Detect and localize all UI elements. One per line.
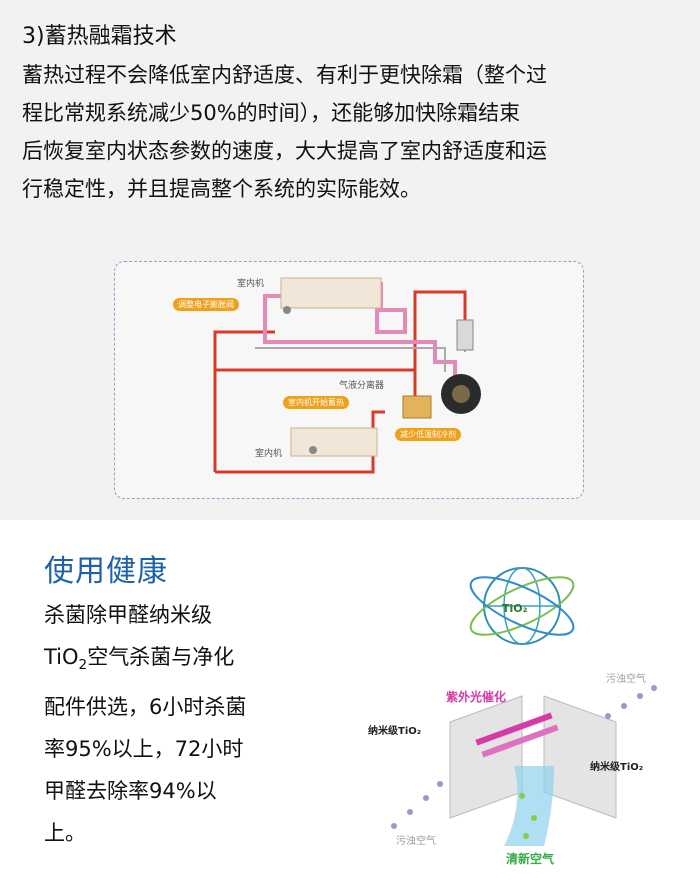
health-description: 杀菌除甲醛纳米级 TiO2空气杀菌与净化 配件供选，6小时杀菌 率95%以上，7…: [44, 594, 246, 854]
health-line: 杀菌除甲醛纳米级: [44, 603, 212, 627]
health-line: 甲醛去除率94%以: [44, 779, 217, 804]
gray-pipes: [255, 324, 466, 372]
indoor-unit-bottom-label: 室内机: [255, 449, 283, 459]
expansion-valve-icon: [309, 446, 317, 454]
gas-liquid-separator-label: 气液分离器: [339, 381, 385, 391]
section-heading: 3)蓄热融霜技术: [22, 24, 177, 49]
paragraph-line: 行稳定性，并且提高整个系统的实际能效。: [22, 177, 421, 201]
health-section: 使用健康 杀菌除甲醛纳米级 TiO2空气杀菌与净化 配件供选，6小时杀菌 率95…: [0, 520, 700, 886]
indoor-unit-top-coil: [280, 277, 382, 309]
nano-tio2-left-label: 纳米级TiO₂: [368, 726, 422, 737]
uv-catalysis-label: 紫外光催化: [446, 690, 507, 704]
health-line: 上。: [44, 821, 86, 846]
filter-panel-left: [449, 695, 523, 819]
uv-lamp-icon: [475, 712, 553, 746]
paragraph-line: 蓄热过程不会降低室内舒适度、有利于更快除霜（整个过: [22, 63, 547, 87]
cool-pipes: [263, 282, 457, 454]
indoor-unit-bottom-coil: [290, 427, 378, 457]
paragraph-line: 后恢复室内状态参数的速度，大大提高了室内舒适度和运: [22, 139, 547, 163]
indoor-unit-top-label: 室内机: [237, 279, 265, 289]
indoor-start-storage-tag: 室内机开始蓄热: [283, 396, 349, 409]
polluted-air-bottom-label: 污浊空气: [396, 836, 436, 847]
fresh-air-label: 清新空气: [506, 852, 555, 866]
globe-logo-icon: [469, 567, 575, 645]
health-line: 配件供选，6小时杀菌: [44, 695, 247, 720]
expansion-valve-icon: [283, 306, 291, 314]
health-line: TiO2空气杀菌与净化: [44, 636, 246, 686]
gas-liquid-separator-icon: [456, 319, 474, 351]
tio-subscript: 2: [78, 657, 88, 674]
tio2-purification-illustration: TiO₂ 紫外光催化 污浊空气 纳米级TiO₂ 纳米级TiO₂ 污浊空气 清新空…: [354, 546, 690, 876]
section-paragraph: 蓄热过程不会降低室内舒适度、有利于更快除霜（整个过 程比常规系统减少50%的时间…: [22, 56, 682, 208]
filter-panel-right: [543, 695, 617, 819]
adjust-valve-tag: 调整电子膨胀阀: [173, 298, 239, 311]
defrost-system-diagram: 室内机 室内机 气液分离器 调整电子膨胀阀 室内机开始蓄热 减少低温制冷剂: [114, 261, 584, 499]
tio-text: TiO: [44, 645, 79, 669]
fresh-particles: [519, 793, 537, 839]
tio-rest: 空气杀菌与净化: [87, 645, 235, 669]
nano-tio2-right-label: 纳米级TiO₂: [590, 762, 644, 773]
polluted-air-top-label: 污浊空气: [606, 674, 646, 685]
purification-art: [391, 567, 657, 846]
health-title: 使用健康: [44, 554, 168, 589]
pollutant-particles: [391, 685, 657, 829]
pipe-schematic: [213, 277, 481, 474]
reduce-refrigerant-tag: 减少低温制冷剂: [395, 428, 461, 441]
energy-section: 3)蓄热融霜技术 蓄热过程不会降低室内舒适度、有利于更快除霜（整个过 程比常规系…: [0, 0, 700, 520]
tio2-logo-text: TiO₂: [502, 602, 528, 615]
heat-storage-tank-icon: [402, 395, 432, 419]
paragraph-line: 程比常规系统减少50%的时间），还能够加快除霜结束: [22, 101, 521, 125]
health-line: 率95%以上，72小时: [44, 737, 244, 762]
fresh-air-stream: [504, 766, 554, 846]
